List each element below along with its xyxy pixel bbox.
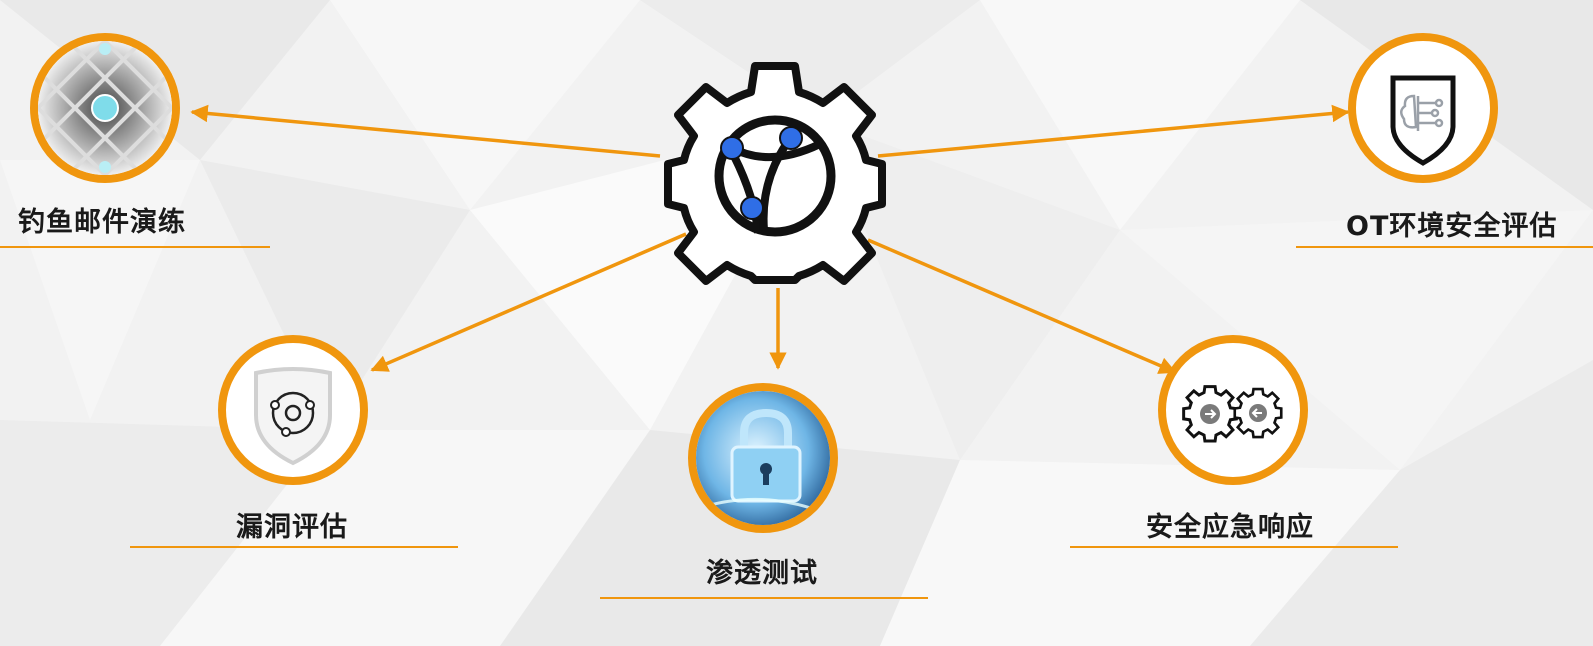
node-incident-circle (1158, 335, 1308, 485)
shield-brain-icon (1390, 75, 1456, 166)
node-pentest-underline (600, 597, 928, 599)
shield-target-icon (254, 367, 332, 466)
node-phishing-label: 钓鱼邮件演练 (18, 207, 186, 238)
gear-globe-icon (664, 62, 886, 285)
gears-icon (1182, 385, 1283, 443)
node-ot-circle (1348, 33, 1498, 183)
node-incident-underline (1070, 546, 1398, 548)
node-ot-label: OT环境安全评估 (1346, 211, 1558, 242)
arrow-to-ot (877, 104, 1350, 158)
arrow-to-incident (867, 238, 1177, 374)
network-grid-icon (38, 41, 172, 175)
node-phishing-circle (30, 33, 180, 183)
node-pentest-circle (688, 383, 838, 533)
arrow-to-phishing (190, 104, 661, 158)
arrow-to-vuln (370, 232, 687, 372)
node-vuln-label: 漏洞评估 (236, 512, 348, 543)
node-ot-underline (1296, 246, 1593, 248)
padlock-icon (696, 391, 830, 525)
node-vuln-circle (218, 335, 368, 485)
node-phishing-underline (0, 246, 270, 248)
node-vuln-underline (130, 546, 458, 548)
node-pentest-label: 渗透测试 (706, 558, 818, 589)
node-incident-label: 安全应急响应 (1146, 512, 1314, 543)
